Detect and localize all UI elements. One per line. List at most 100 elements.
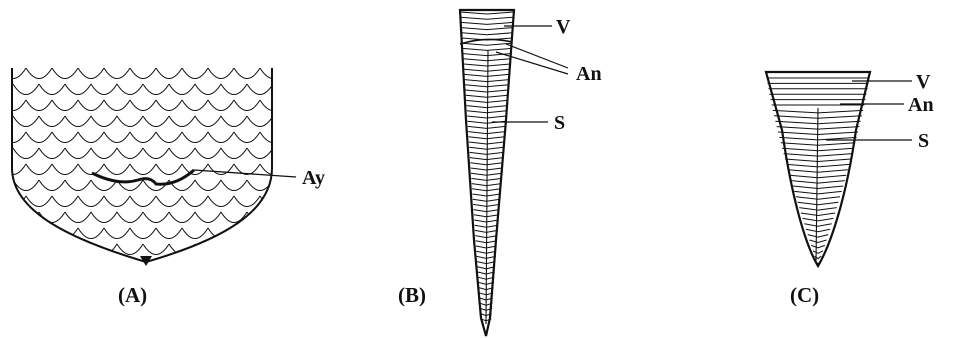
scale-arc	[129, 99, 157, 111]
scale-arc	[233, 131, 261, 143]
scale-arc	[25, 68, 53, 79]
scale-arc	[90, 179, 118, 191]
midline-c	[815, 107, 819, 263]
scale-arc	[286, 196, 312, 207]
label-ay: Ay	[302, 167, 325, 189]
scale-arc	[25, 99, 53, 111]
scale-arc	[103, 131, 131, 143]
scale-arc	[194, 243, 222, 255]
scale-arc	[220, 211, 248, 223]
scale-row	[463, 68, 510, 72]
scale-arc	[194, 179, 222, 191]
scale-row	[785, 158, 851, 163]
scale-arc	[103, 227, 131, 239]
scale-arc	[259, 163, 272, 175]
tail-outline-b	[458, 8, 516, 337]
scale-row	[466, 105, 508, 109]
scale-arc	[77, 195, 105, 207]
scale-arc	[103, 68, 131, 79]
scale-arc	[129, 163, 157, 175]
scale-row	[802, 217, 834, 222]
scale-arc	[207, 195, 235, 207]
scale-arc	[38, 115, 66, 127]
scale-arc	[77, 99, 105, 111]
scale-arc	[90, 147, 118, 159]
scale-row	[466, 99, 508, 103]
scale-arc	[142, 83, 170, 95]
scale-arc	[77, 163, 105, 175]
scale-arc	[51, 131, 79, 143]
scale-row	[465, 84, 509, 88]
scale-arc	[129, 195, 157, 207]
scale-row	[462, 42, 512, 46]
scale-arc	[233, 99, 261, 111]
scale-arc	[220, 147, 248, 159]
scale-arc	[299, 116, 325, 127]
figure-c: V An S (C)	[764, 70, 934, 307]
scale-row	[464, 79, 509, 83]
scale-arc	[220, 179, 248, 191]
scale-arc	[25, 227, 53, 239]
scale-arc	[51, 163, 79, 175]
scale-arc	[64, 243, 92, 255]
scale-arc	[299, 244, 325, 255]
scale-row	[465, 94, 508, 98]
scale-row	[469, 151, 504, 155]
scale-arc	[129, 68, 157, 79]
scale-arc	[25, 163, 53, 175]
scale-arc	[299, 212, 325, 223]
scale-arc	[220, 243, 248, 255]
scale-arc	[12, 243, 14, 255]
anal-scale-b	[459, 38, 513, 45]
scale-row	[468, 131, 506, 135]
scale-row	[786, 163, 850, 168]
figure-a: Ay (A)	[11, 68, 325, 307]
scale-arc	[299, 148, 325, 159]
label-v-c: V	[916, 71, 931, 93]
scale-arc	[155, 195, 183, 207]
scale-row	[782, 147, 854, 152]
scale-arc	[259, 68, 272, 79]
scale-arc	[181, 163, 209, 175]
pointer-an-b-2	[495, 51, 569, 75]
label-s-b: S	[554, 112, 565, 134]
scale-arc	[246, 115, 272, 127]
scale-arc	[155, 131, 183, 143]
scale-arc	[12, 243, 40, 255]
scale-arc	[194, 115, 222, 127]
scale-row	[468, 136, 505, 140]
scale-arc	[233, 195, 261, 207]
scale-row	[460, 16, 514, 20]
scale-arc	[246, 83, 272, 95]
scale-row	[468, 141, 505, 145]
scale-arc	[220, 115, 248, 127]
scale-row	[470, 167, 503, 171]
scale-arc	[259, 99, 272, 111]
ventral-scale-rows-c	[766, 77, 870, 265]
scale-arc	[90, 115, 118, 127]
scale-arc	[259, 227, 272, 239]
scale-arc	[103, 163, 131, 175]
scale-arc	[233, 68, 261, 79]
scale-arc	[168, 211, 196, 223]
label-an-b: An	[576, 63, 602, 85]
scale-arc	[64, 211, 92, 223]
scale-row	[463, 58, 511, 62]
scale-arc	[38, 179, 66, 191]
scale-arc	[233, 163, 261, 175]
scale-row	[466, 110, 507, 114]
scale-arc	[129, 227, 157, 239]
scale-arc	[286, 100, 312, 111]
scale-row	[463, 63, 511, 67]
scale-arc	[181, 131, 209, 143]
scale-arc	[207, 131, 235, 143]
scale-row	[799, 207, 837, 211]
scale-arc	[142, 211, 170, 223]
scale-arc	[181, 68, 209, 79]
scale-arc	[194, 83, 222, 95]
label-an-c: An	[908, 94, 934, 116]
caption-a: (A)	[118, 283, 147, 307]
scale-arc	[12, 179, 14, 191]
scale-arc	[38, 83, 66, 95]
